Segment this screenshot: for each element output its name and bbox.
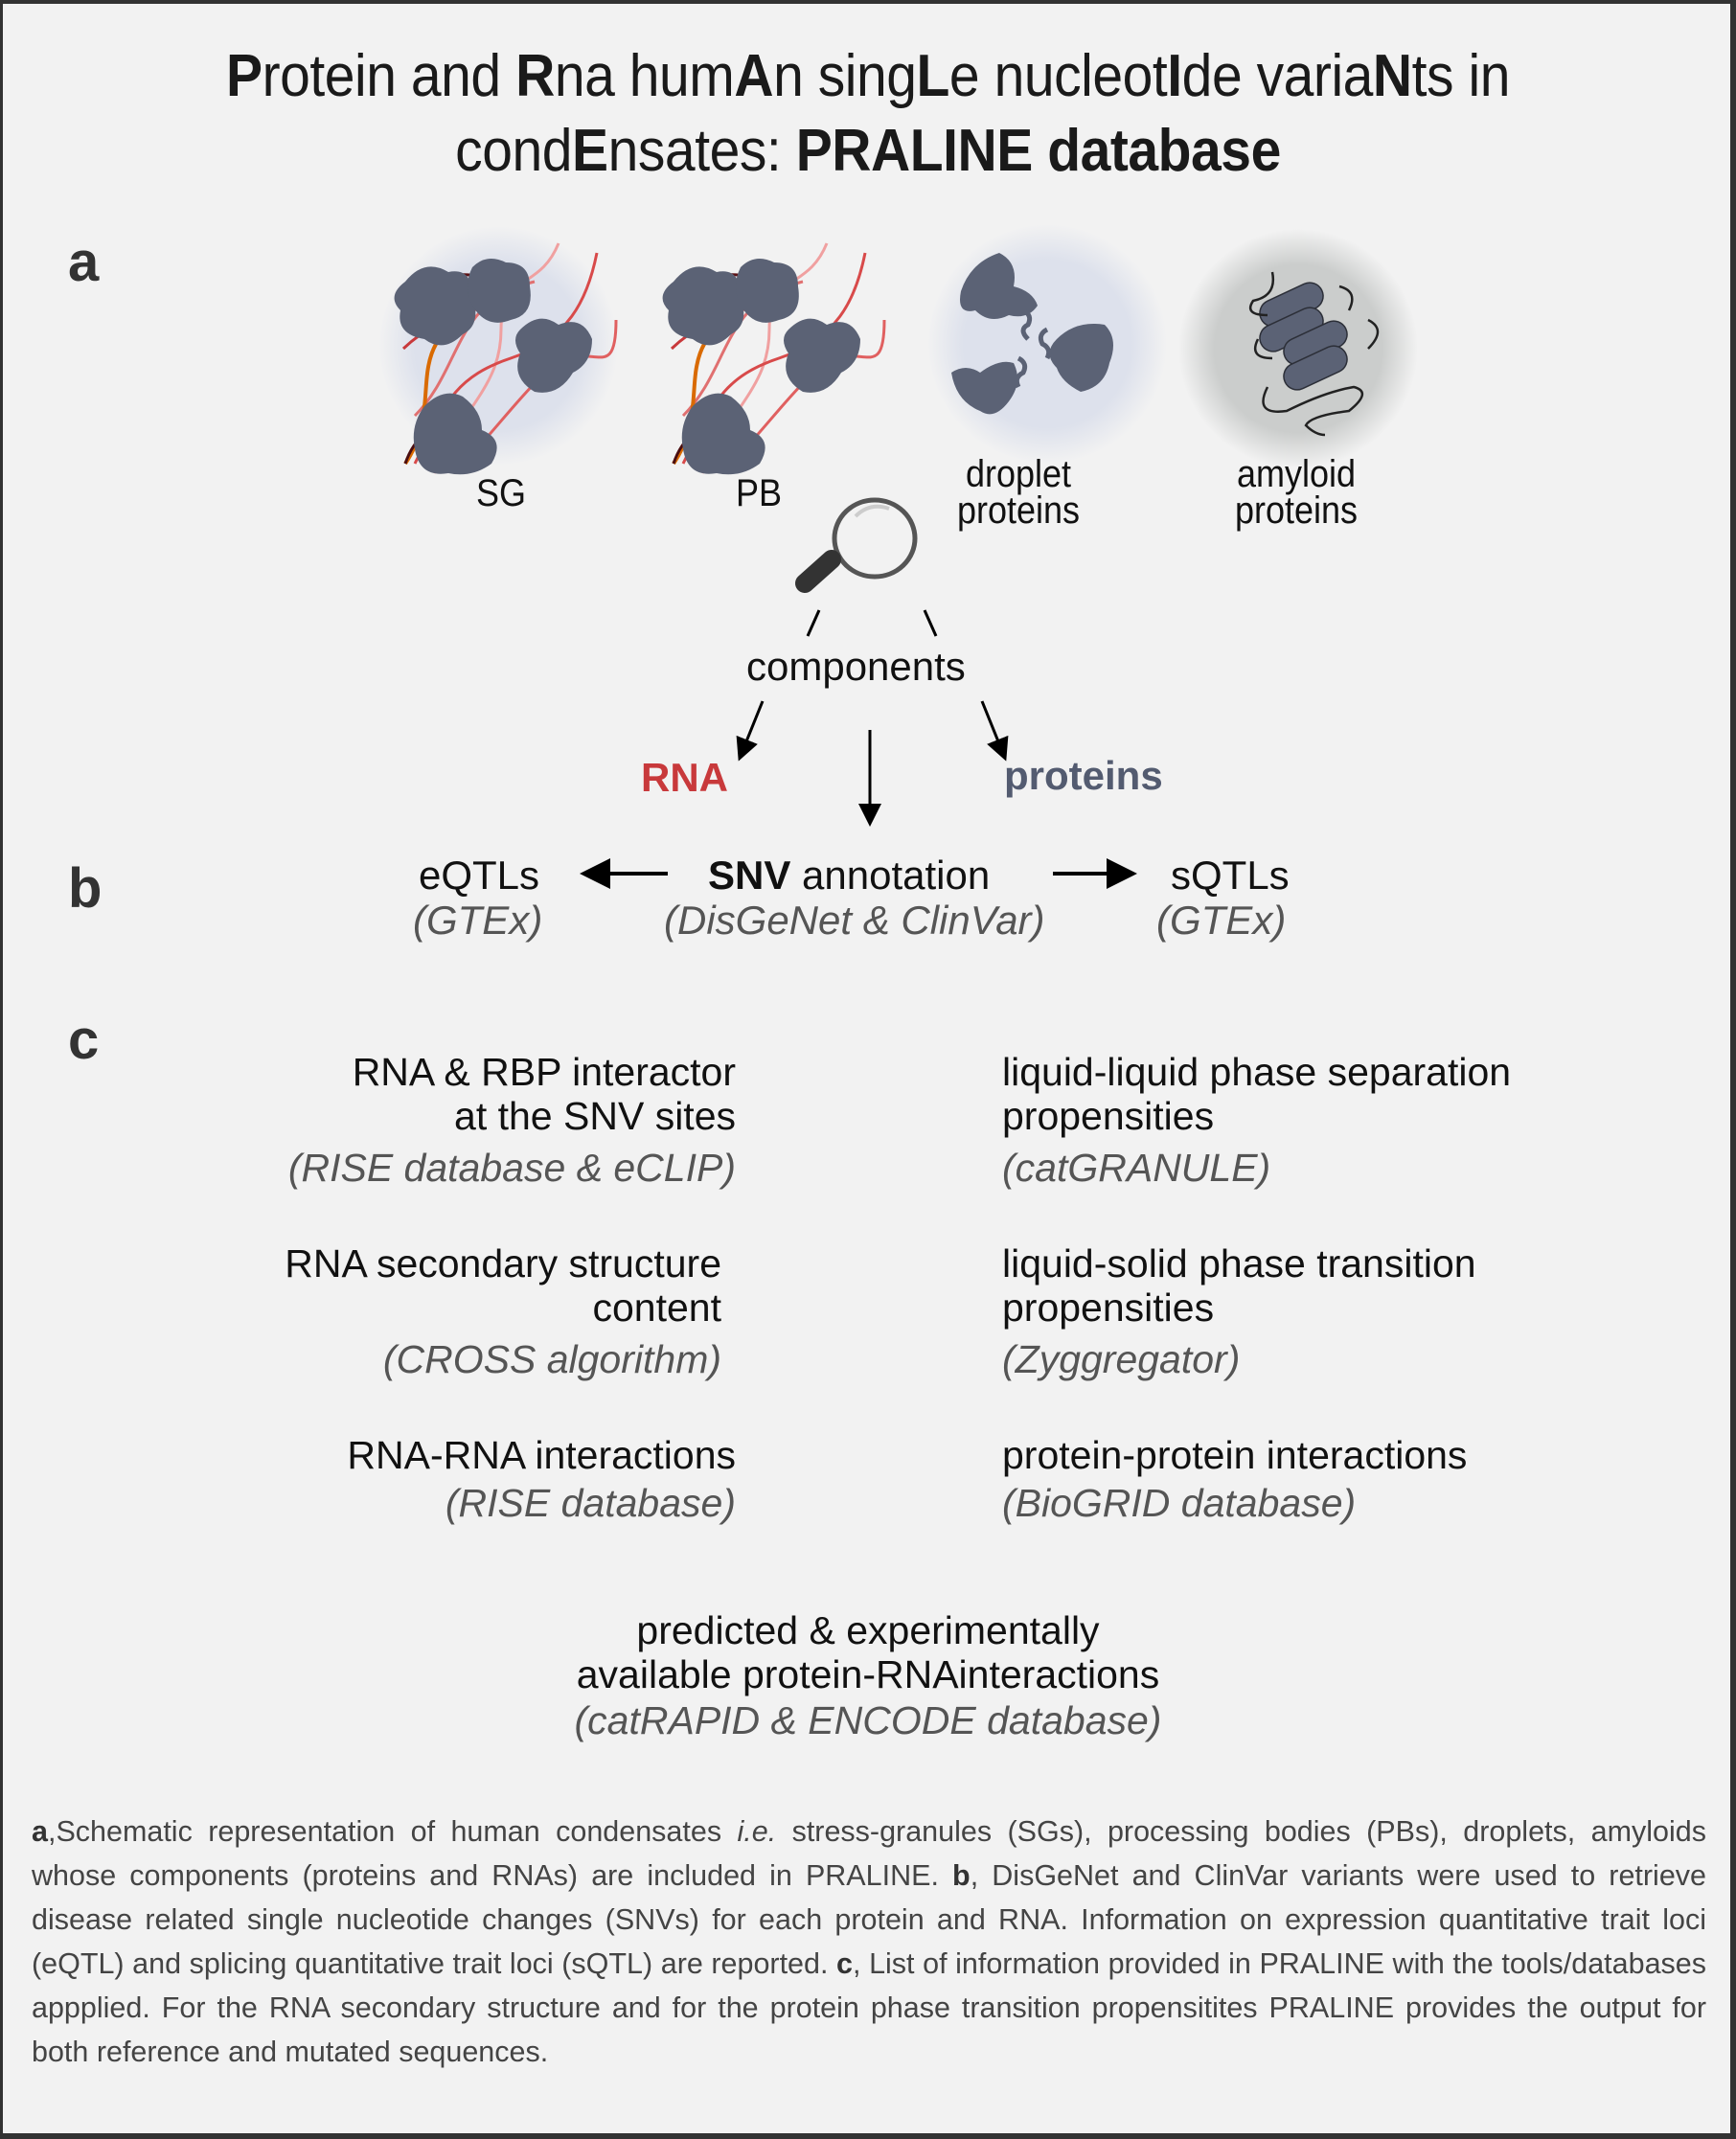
snv-annotation-source: (DisGeNet & ClinVar) <box>664 898 1045 943</box>
title-segment: ts in <box>1411 43 1511 109</box>
eqtls-source: (GTEx) <box>413 898 543 943</box>
title-segment: PRALINE database <box>795 118 1282 184</box>
amyloid-proteins-icon <box>1178 229 1418 468</box>
caption-segment: c <box>836 1947 854 1980</box>
snv-bold: SNV <box>708 853 791 898</box>
info-rna-secondary-structure: RNA secondary structure content (CROSS a… <box>147 1241 721 1381</box>
info-source: (BioGRID database) <box>1002 1481 1357 1525</box>
condensate-label-pb: PB <box>735 472 783 514</box>
info-line: liquid-solid phase transition <box>1002 1241 1476 1286</box>
processing-body-icon <box>662 242 886 475</box>
caption-segment: a <box>32 1815 48 1848</box>
info-line: protein-protein interactions <box>1002 1433 1468 1477</box>
caption-segment: , List of information provided in PRALIN… <box>32 1947 1707 2068</box>
stress-granule-icon <box>378 226 618 475</box>
title-segment: I <box>1167 43 1182 109</box>
amyloid-line-1: amyloid <box>1236 453 1357 495</box>
components-label: components <box>746 644 966 689</box>
connector-left <box>806 609 821 637</box>
caption-segment: , DisGeNet and ClinVar variants were use… <box>32 1859 1706 1980</box>
caption-segment: ,Schematic representation of human conde… <box>47 1815 738 1848</box>
condensate-label-droplet: droplet proteins <box>932 453 1105 532</box>
info-line: liquid-liquid phase separation <box>1002 1050 1512 1094</box>
annotation-text: annotation <box>790 853 991 898</box>
info-source: (RISE database & eCLIP) <box>287 1146 736 1190</box>
caption-segment: i.e. <box>737 1815 777 1848</box>
magnifying-glass-icon <box>795 497 918 593</box>
info-source: (catRAPID & ENCODE database) <box>574 1698 1162 1742</box>
eqtls-label: eQTLs <box>419 853 540 898</box>
droplet-proteins-icon <box>927 224 1167 464</box>
info-line: propensities <box>1002 1094 1215 1138</box>
rna-label: RNA <box>641 755 728 800</box>
panel-label-a: a <box>68 231 100 293</box>
title-segment: e nucleot <box>948 43 1168 109</box>
info-protein-protein-interactions: protein-protein interactions (BioGRID da… <box>1002 1433 1673 1525</box>
droplet-line-1: droplet <box>965 453 1072 495</box>
flow-arrows <box>736 497 1009 827</box>
droplet-line-2: proteins <box>956 489 1081 532</box>
title-segment: nsates: <box>607 118 796 184</box>
condensate-label-amyloid: amyloid proteins <box>1210 453 1382 532</box>
arrow-to-rna <box>736 700 765 762</box>
info-line: predicted & experimentally <box>636 1608 1100 1652</box>
title-segment: N <box>1372 43 1412 109</box>
condensate-illustrations <box>378 224 1418 475</box>
arrow-to-proteins <box>980 700 1009 762</box>
info-source: (RISE database) <box>445 1481 736 1525</box>
figure-caption: a,Schematic representation of human cond… <box>32 1809 1706 2074</box>
info-line: RNA secondary structure <box>285 1241 721 1286</box>
figure-title-line-1: Protein and Rna humAn singLe nucleotIde … <box>72 42 1664 110</box>
info-line: RNA-RNA interactions <box>347 1433 736 1477</box>
info-lspt-propensities: liquid-solid phase transition propensiti… <box>1002 1241 1673 1381</box>
panel-label-c: c <box>68 1009 100 1071</box>
condensate-label-sg: SG <box>475 472 527 514</box>
info-line: RNA & RBP interactor <box>352 1050 736 1094</box>
info-line: at the SNV sites <box>454 1094 736 1138</box>
figure-frame: Protein and Rna humAn singLe nucleotIde … <box>3 4 1730 2133</box>
proteins-label: proteins <box>1004 753 1163 798</box>
panel-label-b: b <box>68 857 103 920</box>
info-source: (catGRANULE) <box>1002 1146 1271 1190</box>
title-segment: L <box>916 43 950 109</box>
snv-side-arrows <box>580 858 1137 889</box>
amyloid-line-2: proteins <box>1234 489 1359 532</box>
title-segment: R <box>515 43 555 109</box>
title-segment: na hum <box>554 43 735 109</box>
title-segment: n sing <box>773 43 917 109</box>
title-segment: A <box>734 43 774 109</box>
info-protein-rna-interactions: predicted & experimentally available pro… <box>389 1608 1347 1742</box>
title-segment: de varia <box>1181 43 1374 109</box>
info-llps-propensities: liquid-liquid phase separation propensit… <box>1002 1050 1673 1190</box>
title-segment: E <box>572 118 608 184</box>
title-segment: cond <box>455 118 573 184</box>
info-rna-rbp-interactor: RNA & RBP interactor at the SNV sites (R… <box>147 1050 736 1190</box>
caption-segment: stress-granules (SGs), processing bodies… <box>32 1815 1706 1892</box>
title-segment: P <box>225 43 263 109</box>
connector-right <box>923 609 938 637</box>
figure-title-line-2: condEnsates: PRALINE database <box>72 117 1664 185</box>
info-source: (Zyggregator) <box>1002 1337 1241 1381</box>
sqtls-source: (GTEx) <box>1156 898 1287 943</box>
info-line: content <box>592 1286 722 1330</box>
info-source: (CROSS algorithm) <box>382 1337 721 1381</box>
sqtls-label: sQTLs <box>1171 853 1290 898</box>
caption-segment: b <box>952 1859 971 1892</box>
title-segment: rotein and <box>262 43 516 109</box>
snv-annotation-label: SNV annotation <box>708 853 990 899</box>
info-line: propensities <box>1002 1286 1215 1330</box>
info-line: available protein-RNAinteractions <box>576 1652 1160 1696</box>
info-rna-rna-interactions: RNA-RNA interactions (RISE database) <box>147 1433 736 1525</box>
